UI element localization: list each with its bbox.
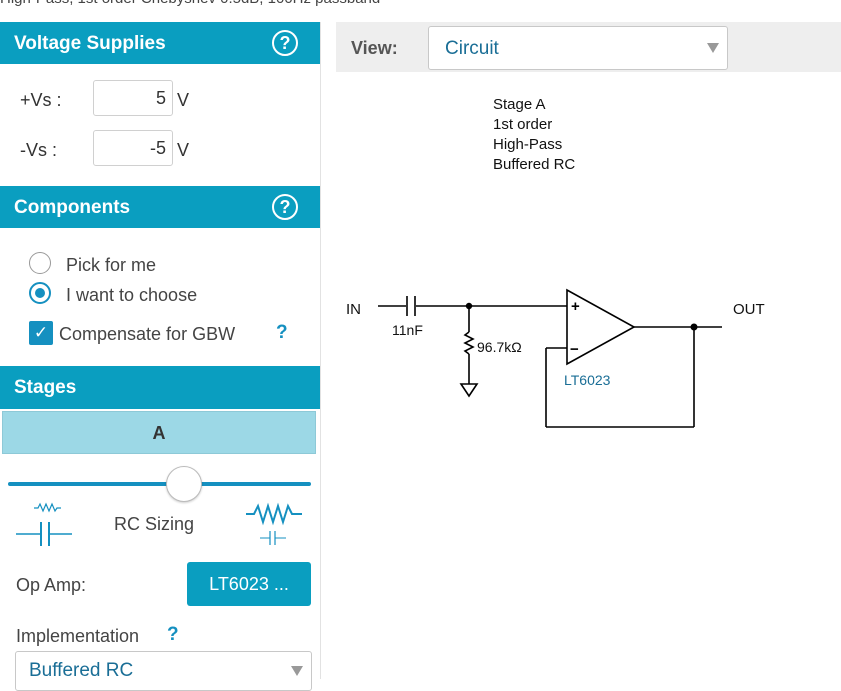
compensate-help-icon[interactable]: ? <box>276 322 288 343</box>
stages-header: Stages <box>0 366 320 409</box>
rc-sizing-label: RC Sizing <box>114 514 195 534</box>
stage-caption: Stage A 1st order High-Pass Buffered RC <box>493 95 575 175</box>
stages-title: Stages <box>14 377 77 398</box>
capacitor-value: 11nF <box>392 322 423 338</box>
junction-dot <box>465 302 473 310</box>
implementation-select[interactable]: Buffered RC <box>15 651 312 691</box>
page-subtitle-clipped: High-Pass, 1st order Chebyshev 0.5dB, 10… <box>0 0 841 10</box>
opamp-part-label: LT6023 <box>564 372 611 388</box>
radio-want-to-choose-icon[interactable] <box>29 282 51 304</box>
stage-tab-a[interactable]: A <box>2 411 316 454</box>
dropdown-caret-icon <box>291 666 303 676</box>
panel-divider <box>320 22 321 679</box>
junction-dot <box>690 323 698 331</box>
stage-caption-line: Stage A <box>493 96 546 113</box>
implementation-label: Implementation <box>16 626 140 646</box>
voltage-supplies-title: Voltage Supplies <box>14 33 166 54</box>
rc-sizing-slider-track[interactable] <box>8 482 311 486</box>
opamp-plus: + <box>571 298 580 315</box>
pos-supply-label: +Vs : <box>20 90 62 110</box>
implementation-value: Buffered RC <box>29 660 134 681</box>
circuit-schematic: IN OUT 11nF 96.7kΩ + − LT6023 <box>346 288 765 428</box>
large-rc-icon <box>246 502 302 545</box>
help-icon[interactable]: ? <box>272 194 298 220</box>
view-select[interactable]: Circuit <box>428 26 728 70</box>
checkbox-icon[interactable]: ✓ <box>29 321 53 345</box>
op-amp-label: Op Amp: <box>16 575 87 595</box>
stage-caption-line: High-Pass <box>493 136 563 153</box>
option-want-to-choose[interactable]: I want to choose <box>66 285 198 305</box>
dropdown-caret-icon <box>707 43 719 53</box>
view-toolbar: View: Circuit <box>336 22 841 72</box>
radio-pick-for-me-icon[interactable] <box>29 252 51 274</box>
pos-supply-unit: V <box>177 90 190 110</box>
stage-caption-line: Buffered RC <box>493 156 576 173</box>
compensate-gbw-label[interactable]: Compensate for GBW <box>59 324 236 344</box>
option-pick-for-me[interactable]: Pick for me <box>66 255 157 275</box>
components-title: Components <box>14 197 131 218</box>
voltage-supplies-header: Voltage Supplies ? <box>0 22 320 64</box>
opamp-minus: − <box>570 341 579 358</box>
input-label: IN <box>346 301 361 318</box>
view-label: View: <box>351 38 398 58</box>
pos-supply-input[interactable]: 5 <box>93 80 173 116</box>
small-rc-icon <box>16 502 72 546</box>
components-header: Components ? <box>0 186 320 228</box>
resistor-value: 96.7kΩ <box>477 339 522 355</box>
neg-supply-unit: V <box>177 140 190 160</box>
help-icon[interactable]: ? <box>272 30 298 56</box>
neg-supply-label: -Vs : <box>20 140 58 160</box>
implementation-help-icon[interactable]: ? <box>167 624 179 645</box>
neg-supply-input[interactable]: -5 <box>93 130 173 166</box>
op-amp-select-button[interactable]: LT6023 ... <box>187 562 311 606</box>
view-value: Circuit <box>445 38 499 59</box>
output-label: OUT <box>733 301 765 318</box>
stage-caption-line: 1st order <box>493 116 553 133</box>
rc-sizing-slider-thumb[interactable] <box>165 466 202 502</box>
